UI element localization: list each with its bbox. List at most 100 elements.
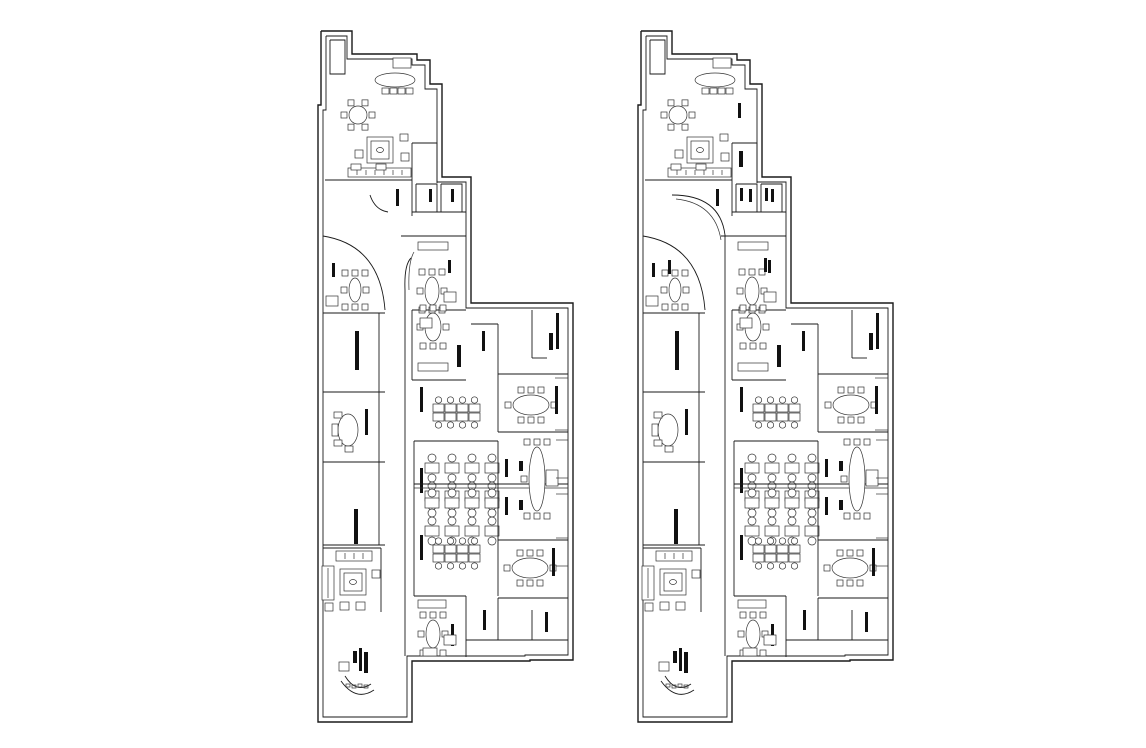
chair — [427, 473, 437, 483]
meeting-table — [511, 557, 549, 579]
chair — [537, 386, 545, 394]
desk — [744, 525, 760, 537]
chair — [438, 268, 446, 276]
cabinet-block — [768, 260, 771, 273]
chair — [467, 516, 477, 526]
desk — [764, 412, 777, 422]
desk — [788, 412, 801, 422]
side-table — [695, 163, 707, 171]
chair — [681, 123, 689, 131]
desk — [752, 403, 765, 413]
workstation-top — [432, 396, 481, 429]
cabinet-block — [869, 333, 873, 350]
desk — [444, 462, 460, 474]
desk — [432, 412, 445, 422]
chair — [767, 473, 777, 483]
office-table — [425, 619, 441, 649]
chair — [344, 445, 354, 453]
chair — [759, 342, 767, 350]
chair — [543, 512, 551, 520]
chair — [526, 579, 534, 587]
outer-wall — [317, 30, 574, 723]
desk — [468, 553, 481, 563]
chair — [837, 416, 845, 424]
toilet-room — [415, 183, 438, 213]
coffee-table-inner — [663, 572, 683, 592]
desk — [464, 525, 480, 537]
chair — [458, 537, 467, 545]
desk-segment — [363, 684, 369, 689]
chair — [688, 111, 696, 119]
shelf — [737, 599, 767, 609]
office-chair — [763, 291, 777, 303]
coffee-table-inner — [370, 140, 390, 160]
desk — [776, 544, 789, 554]
chair — [417, 630, 425, 638]
desk — [752, 553, 765, 563]
desk — [788, 553, 801, 563]
shelf — [737, 362, 769, 372]
cabinet-block — [556, 313, 559, 349]
office-chair — [422, 647, 438, 657]
long-meeting-table — [528, 446, 546, 512]
desk — [444, 544, 457, 554]
desk — [752, 544, 765, 554]
cabinet-block — [803, 610, 806, 630]
cabinet-block — [738, 103, 741, 118]
desk — [788, 403, 801, 413]
desk-segment — [677, 683, 683, 688]
lounge-chair — [717, 87, 726, 95]
reception-counter — [694, 72, 736, 88]
chair — [470, 421, 479, 429]
office-table — [744, 276, 760, 306]
office-chair — [763, 634, 777, 646]
chair — [787, 473, 797, 483]
desk — [784, 525, 800, 537]
chair — [361, 269, 369, 277]
desk — [456, 553, 469, 563]
cabinet-block — [545, 612, 548, 632]
desk — [784, 497, 800, 509]
desk — [752, 412, 765, 422]
desk — [464, 462, 480, 474]
chair — [446, 562, 455, 570]
cabinet-block — [519, 461, 523, 471]
executive-chair — [392, 57, 412, 69]
chair — [767, 453, 777, 463]
chair — [516, 579, 524, 587]
chair — [747, 536, 757, 546]
floor-plan-a — [317, 30, 574, 723]
chair — [526, 549, 534, 557]
shelf — [417, 599, 447, 609]
cabinet-block — [740, 387, 743, 412]
chair — [434, 421, 443, 429]
chair — [427, 508, 437, 518]
chair — [368, 111, 376, 119]
chair — [807, 508, 817, 518]
cabinet-block — [396, 189, 399, 206]
chair — [747, 473, 757, 483]
desk — [764, 462, 780, 474]
chair — [671, 303, 679, 311]
desk — [444, 553, 457, 563]
chair — [749, 611, 757, 619]
desk-chair — [658, 661, 670, 672]
chair — [739, 611, 747, 619]
chair — [807, 488, 817, 498]
chair — [419, 342, 427, 350]
meeting-table — [832, 394, 870, 416]
chair — [857, 416, 865, 424]
service-room — [732, 142, 758, 183]
waiting-round-table — [348, 105, 368, 125]
desk — [468, 412, 481, 422]
cabinet-block — [825, 459, 828, 477]
desk — [764, 525, 780, 537]
desk — [468, 403, 481, 413]
chair — [661, 269, 669, 277]
chair — [516, 549, 524, 557]
armchair — [339, 601, 350, 611]
chair — [840, 475, 848, 483]
chair — [520, 475, 528, 483]
chair — [341, 303, 349, 311]
chair — [467, 473, 477, 483]
